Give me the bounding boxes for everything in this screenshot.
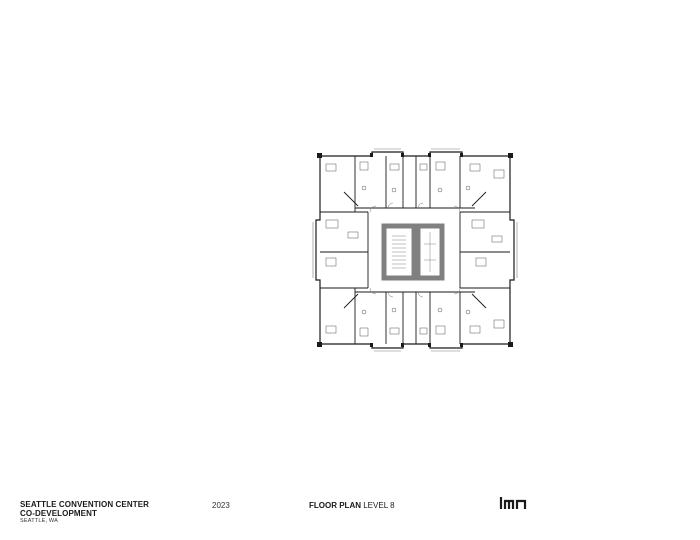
project-title-line2: CO-DEVELOPMENT	[20, 509, 97, 518]
project-title-line1: SEATTLE CONVENTION CENTER	[20, 500, 150, 509]
building-core	[381, 223, 445, 281]
diagonal-corner-walls	[343, 191, 487, 309]
fixtures	[325, 161, 505, 337]
sheet-title: FLOOR PLAN LEVEL 8	[309, 501, 395, 510]
project-location: SEATTLE, WA	[20, 518, 58, 524]
corner-columns	[317, 153, 513, 347]
project-year: 2023	[212, 501, 230, 510]
sheet-title-light: LEVEL 8	[363, 501, 395, 510]
stair-core-right	[415, 223, 445, 281]
sheet-title-bold: FLOOR PLAN	[309, 501, 361, 510]
balcony-rails	[312, 148, 518, 352]
stair-core-left	[381, 223, 417, 281]
lmn-logo: lmn	[499, 497, 527, 509]
project-title: SEATTLE CONVENTION CENTER CO-DEVELOPMENT	[20, 500, 149, 518]
floor-plan-drawing	[312, 148, 518, 352]
door-swings	[369, 202, 461, 298]
unit-partitions	[320, 156, 510, 344]
